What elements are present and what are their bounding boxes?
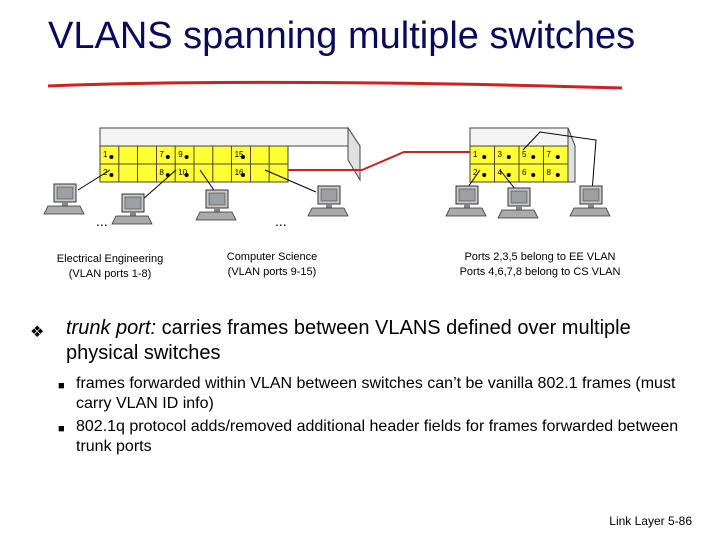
computers: [43, 183, 611, 225]
port-label: 15: [235, 150, 244, 159]
title-underline: [47, 80, 623, 90]
sub-bullet-1: ■ frames forwarded within VLAN between s…: [58, 374, 686, 414]
ports-caption-line1: Ports 2,3,5 belong to EE VLAN: [464, 251, 616, 263]
port-dot: [184, 173, 189, 177]
port-label: 5: [522, 150, 527, 159]
port-dot: [531, 155, 536, 159]
cs-caption: Computer Science (VLAN ports 9-15): [204, 250, 340, 280]
port-dot: [165, 155, 170, 159]
port-dot: [555, 155, 560, 159]
trunk-link: [288, 151, 470, 171]
port-label: 9: [178, 150, 183, 159]
port-dot: [555, 173, 560, 177]
port-label: 10: [178, 168, 187, 177]
port-dot: [482, 173, 487, 177]
cs-caption-line2: (VLAN ports 9-15): [227, 266, 317, 278]
port-dot: [531, 173, 536, 177]
bullet-term: trunk port:: [66, 317, 157, 339]
bullet-body: carries frames between VLANS defined ove…: [66, 317, 631, 364]
slide-footer: Link Layer 5-86: [609, 514, 692, 528]
port-label: 8: [159, 168, 164, 177]
port-label: 1: [103, 150, 108, 159]
port-dot: [109, 155, 114, 159]
ee-caption-line2: (VLAN ports 1-8): [68, 268, 152, 280]
sub-bullet-2-text: 802.1q protocol adds/removed additional …: [76, 418, 679, 455]
left-switch-top: [99, 127, 361, 147]
computer-icon: [195, 189, 237, 221]
computer-icon: [569, 185, 611, 217]
ee-caption: Electrical Engineering (VLAN ports 1-8): [40, 252, 180, 282]
right-switch: 1 2 3 4 5 6 7 8: [469, 127, 576, 183]
port-dot: [241, 155, 245, 159]
port-dot: [109, 173, 114, 177]
sub-bullet-1-text: frames forwarded within VLAN between swi…: [76, 375, 676, 412]
port-label: 6: [522, 168, 527, 177]
bullet-main-text: trunk port: carries frames between VLANS…: [66, 316, 686, 366]
port-dot: [482, 155, 487, 159]
bullet-diamond-icon: ❖: [30, 324, 45, 341]
slide-title: VLANS spanning multiple switches: [48, 15, 636, 57]
port-dot: [184, 155, 189, 159]
right-switch-port-grid: 1 2 3 4 5 6 7 8: [469, 145, 569, 183]
cs-caption-line1: Computer Science: [226, 251, 318, 263]
ports-caption-line2: Ports 4,6,7,8 belong to CS VLAN: [459, 266, 621, 278]
middle-ellipsis: ...: [275, 213, 287, 229]
port-label: 3: [498, 150, 503, 159]
computer-icon: [307, 185, 349, 217]
port-label: 8: [547, 168, 552, 177]
computer-icon: [111, 193, 153, 225]
port-label: 4: [498, 168, 503, 177]
port-label: 7: [159, 150, 164, 159]
right-switch-top: [469, 127, 576, 147]
computer-icon: [43, 183, 85, 215]
computer-icon: [445, 185, 487, 217]
sub-bullet-2: ■ 802.1q protocol adds/removed additiona…: [58, 417, 686, 457]
square-bullet-icon: ■: [58, 380, 65, 392]
ports-caption: Ports 2,3,5 belong to EE VLAN Ports 4,6,…: [432, 250, 648, 280]
port-label: 16: [235, 168, 244, 177]
port-dot: [506, 173, 511, 177]
port-label: 1: [473, 150, 478, 159]
computer-icon: [497, 187, 539, 219]
ee-caption-line1: Electrical Engineering: [56, 253, 164, 265]
left-ellipsis: ...: [96, 213, 108, 229]
port-label: 7: [547, 150, 552, 159]
square-bullet-icon: ■: [58, 423, 65, 435]
left-switch-side: [347, 126, 361, 182]
port-dot: [506, 155, 511, 159]
port-cell: [543, 163, 569, 183]
port-label: 2: [473, 168, 478, 177]
port-dot: [241, 173, 245, 177]
port-cell: [268, 163, 289, 183]
